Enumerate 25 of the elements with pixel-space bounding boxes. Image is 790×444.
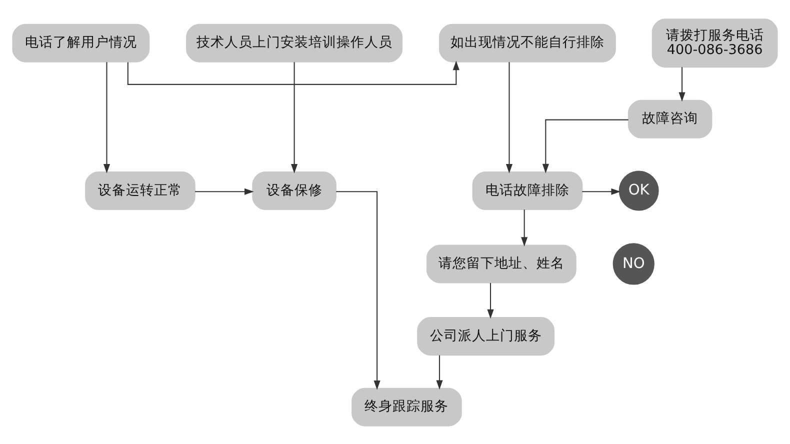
node-box: 电话故障排除 — [472, 171, 583, 210]
node-circle: OK — [618, 170, 659, 210]
arrow — [436, 354, 443, 390]
node-circle: NO — [612, 242, 654, 284]
arrow — [678, 66, 686, 102]
arrow — [521, 209, 528, 246]
node-box: 技术人员上门安装培训操作人员 — [186, 23, 403, 62]
node-box: 设备保修 — [252, 171, 336, 210]
node-box: 设备运转正常 — [85, 171, 196, 210]
arrow — [291, 62, 298, 173]
node-box: 终身跟踪服务 — [352, 387, 462, 426]
node-box: 请您留下地址、姓名 — [426, 244, 576, 283]
arrow — [487, 282, 494, 318]
arrow — [582, 188, 621, 194]
arrow — [542, 118, 628, 173]
node-box: 故障咨询 — [628, 99, 712, 138]
arrow — [195, 188, 254, 194]
arrow — [103, 62, 110, 173]
node-box: 请拨打服务电话 400-086-3686 — [652, 18, 778, 68]
arrow — [336, 190, 380, 390]
arrow — [127, 60, 460, 84]
arrow — [506, 62, 513, 173]
node-box: 公司派人上门服务 — [417, 316, 555, 356]
node-box: 电话了解用户情况 — [12, 23, 150, 62]
node-box: 如出现情况不能自行排除 — [438, 23, 616, 62]
